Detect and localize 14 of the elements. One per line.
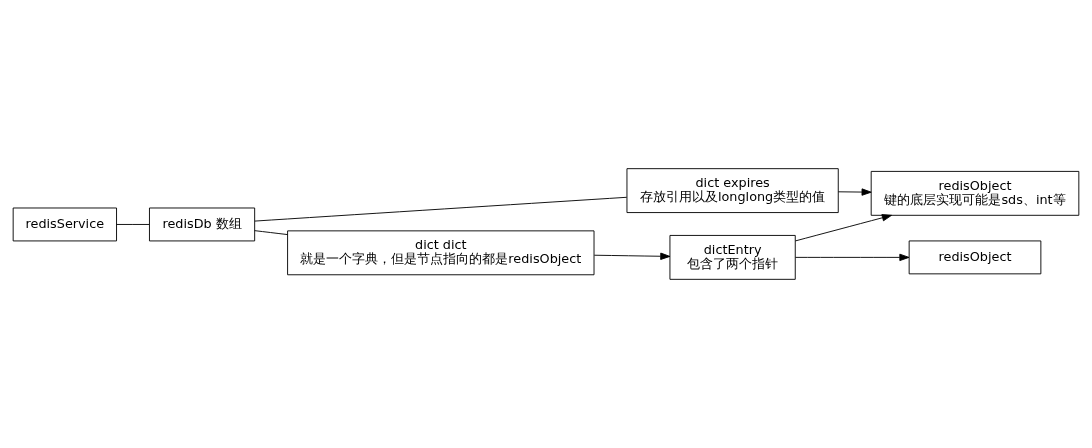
connector [116,224,150,225]
connector [254,196,628,222]
node-box: redisService [12,207,117,242]
arrow [795,214,892,242]
arrow [837,188,872,196]
node-box: dict expires 存放引用以及longlong类型的值 [626,168,839,214]
node-box: redisObject 键的底层实现可能是sds、int等 [870,170,1080,216]
arrow [593,252,671,260]
connector [254,230,288,236]
node-box: dict dict 就是一个字典，但是节点指向的都是redisObject [287,230,595,276]
node-box: redisDb 数组 [149,207,256,242]
node-box: dictEntry 包含了两个指针 [669,234,796,280]
arrow [795,253,910,262]
node-box: redisObject [908,240,1042,275]
